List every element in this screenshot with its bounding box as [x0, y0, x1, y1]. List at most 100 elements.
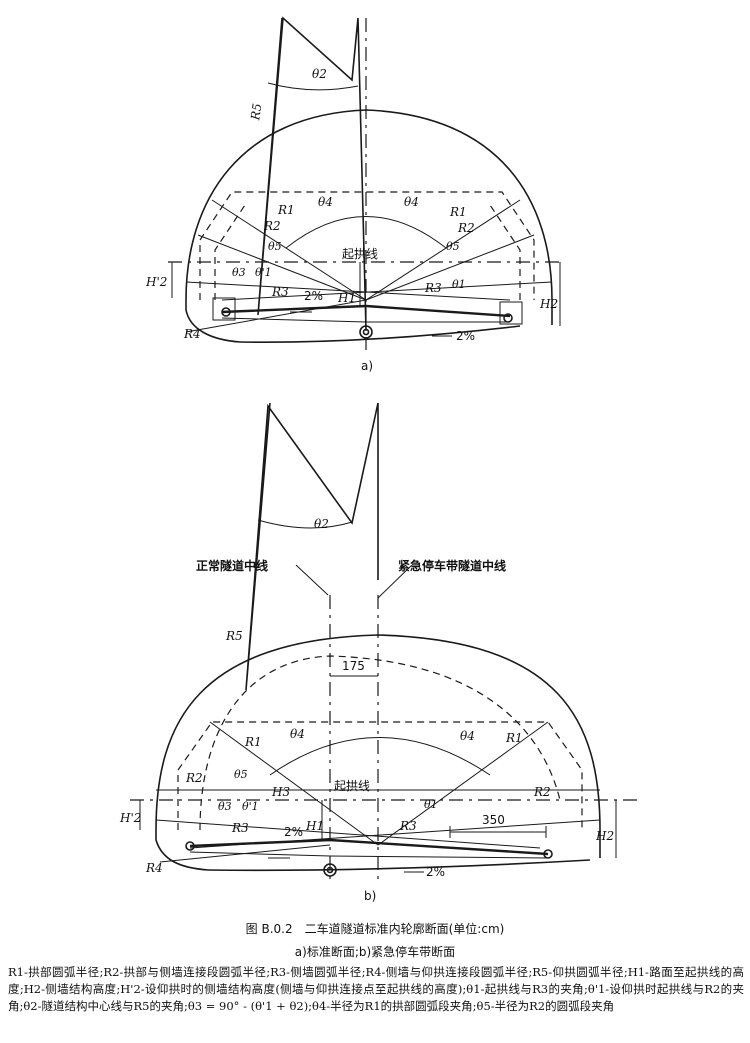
h1-label-a: H1 — [337, 291, 356, 305]
theta5-label-b: θ5 — [234, 768, 248, 781]
theta-prime1-label-a: θ'1 — [255, 266, 272, 279]
clearance-inner-left-a — [214, 204, 246, 300]
theta1-label-b: θ1 — [424, 798, 438, 811]
road-base-b — [189, 851, 549, 859]
invert-a — [239, 325, 521, 343]
theta3-label-a: θ3 — [232, 266, 246, 279]
caption-subtitle: a)标准断面;b)紧急停车带断面 — [294, 945, 456, 959]
r3-left-label-a: R3 — [271, 285, 289, 299]
r3-right-line-a — [221, 281, 553, 301]
outer-contour-normal-b — [199, 655, 561, 831]
slope-right-label-a: 2% — [456, 329, 475, 343]
h2-label-a: H2 — [539, 297, 558, 311]
theta4-left-label-b: θ4 — [290, 727, 305, 741]
r4-label-b: R4 — [145, 861, 163, 875]
diagram-b-emergency-section: θ2 R5 正常隧道中线 紧急停车带隧道中线 175 起拱线 θ4 θ4 — [119, 402, 640, 903]
theta1-label-a: θ1 — [452, 278, 466, 291]
r1-right-label-a: R1 — [449, 205, 467, 219]
r1-left-line-b — [209, 721, 379, 846]
figure-caption: 图 B.0.2 二车道隧道标准内轮廓断面(单位:cm) a)标准断面;b)紧急停… — [0, 920, 750, 960]
h3-label-b: H3 — [271, 785, 290, 799]
r5-label-b: R5 — [225, 629, 243, 643]
drain-right-b — [543, 849, 553, 859]
r3-right-label-a: R3 — [424, 281, 442, 295]
emergency-centerline-leader — [377, 564, 413, 599]
clearance-envelope-b — [177, 721, 583, 830]
side-ditch-left-a — [212, 297, 236, 321]
theta4-right-label-b: θ4 — [460, 729, 475, 743]
spring-line-label-b: 起拱线 — [334, 779, 370, 793]
r2-left-label-b: R2 — [185, 771, 203, 785]
r5-zigzag-b — [245, 402, 379, 691]
drain-left-b — [185, 841, 195, 851]
r2-right-label-a: R2 — [457, 221, 475, 235]
symbol-legend: R1-拱部圆弧半径;R2-拱部与侧墙连接段圆弧半径;R3-侧墙圆弧半径;R4-侧… — [8, 965, 744, 1013]
invert-b — [207, 859, 591, 872]
h-prime2-label-a: H'2 — [145, 275, 167, 289]
outer-contour-a — [185, 109, 553, 325]
r4-line-a — [185, 299, 367, 333]
slope-left-label-a: 2% — [304, 289, 323, 303]
r5-label-a: R5 — [248, 102, 264, 121]
r2-right-line-a — [365, 234, 535, 301]
sub-label-a: a) — [361, 359, 373, 373]
side-ditch-right-a — [499, 301, 523, 325]
slope-right-label-b: 2% — [426, 865, 445, 879]
offset-label-b: 175 — [342, 659, 365, 673]
central-drain-core-b — [326, 866, 334, 874]
r1-right-line-b — [377, 721, 549, 846]
r1-left-label-a: R1 — [277, 203, 295, 217]
road-base-a — [221, 317, 510, 323]
drain-right-a — [503, 313, 513, 323]
h2-label-b: H2 — [595, 829, 614, 843]
r5-zigzag-a — [257, 16, 367, 331]
clearance-inner-right-a — [489, 204, 521, 300]
theta4-left-label-a: θ4 — [318, 195, 333, 209]
sub-label-b: b) — [364, 889, 376, 903]
slope-left-label-b: 2% — [284, 825, 303, 839]
outer-contour-b — [155, 634, 601, 858]
central-drain-b — [323, 863, 337, 877]
normal-centerline-leader — [295, 564, 329, 596]
width-label-b: 350 — [482, 813, 505, 827]
theta2-label-b: θ2 — [314, 517, 329, 531]
r2-right-label-b: R2 — [533, 785, 551, 799]
theta5-left-label-a: θ5 — [268, 240, 282, 253]
road-surface-b — [189, 838, 549, 856]
h1-label-b: H1 — [305, 819, 324, 833]
theta-prime1-label-b: θ'1 — [242, 800, 259, 813]
theta4-arc-a — [285, 216, 447, 249]
emergency-centerline-label: 紧急停车带隧道中线 — [398, 558, 506, 573]
spring-line-label-a: 起拱线 — [342, 247, 378, 261]
r1-right-label-b: R1 — [505, 731, 523, 745]
theta4-arc-b — [269, 737, 491, 776]
caption-title: 图 B.0.2 二车道隧道标准内轮廓断面(单位:cm) — [245, 922, 505, 936]
central-drain-a — [359, 325, 373, 339]
r3-left-label-b: R3 — [231, 821, 249, 835]
theta2-arc-b — [257, 519, 353, 529]
diagram-a-standard-section: θ2 R5 起拱线 θ4 θ4 R1 R2 R1 R2 θ5 θ5 θ3 — [145, 16, 565, 373]
r1-left-line-a — [211, 199, 367, 301]
theta4-right-label-a: θ4 — [404, 195, 419, 209]
theta3-label-b: θ3 — [218, 800, 232, 813]
r3-right-label-b: R3 — [399, 819, 417, 833]
r2-left-label-a: R2 — [263, 219, 281, 233]
theta5-right-label-a: θ5 — [446, 240, 460, 253]
r1-right-line-a — [365, 199, 521, 301]
clearance-envelope-a — [199, 191, 535, 300]
r3-left-line-b — [155, 819, 541, 849]
central-drain-core-a — [362, 328, 370, 336]
r3-left-line-a — [185, 281, 511, 301]
h-prime2-label-b: H'2 — [119, 811, 141, 825]
normal-centerline-label: 正常隧道中线 — [196, 558, 268, 573]
left-wall-a — [185, 300, 241, 343]
drain-left-a — [221, 307, 231, 317]
r4-label-a: R4 — [183, 327, 201, 341]
r1-left-label-b: R1 — [244, 735, 262, 749]
theta2-arc-a — [267, 82, 359, 91]
left-wall-b — [155, 830, 209, 871]
r2-left-line-a — [197, 234, 367, 301]
theta2-label-a: θ2 — [312, 67, 327, 81]
road-surface-a — [221, 304, 511, 318]
